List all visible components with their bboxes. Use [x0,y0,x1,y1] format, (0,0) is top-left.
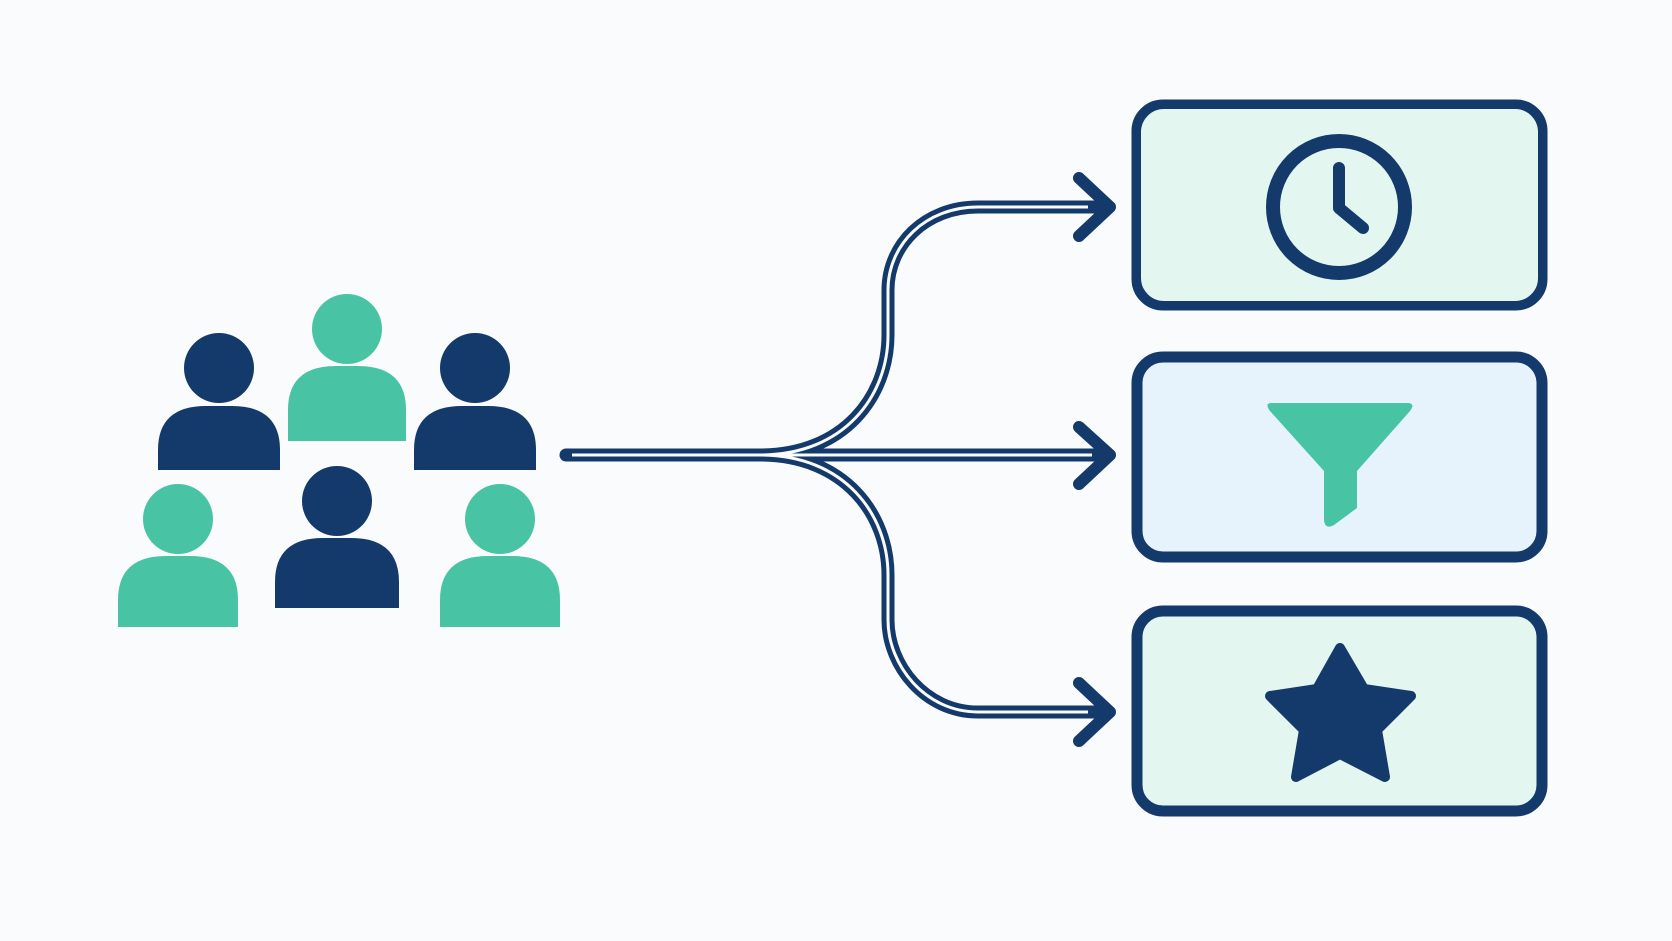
clock-icon [1266,134,1412,280]
person-icon [288,294,406,441]
funnel-icon [1267,403,1413,527]
person-icon [158,333,280,470]
destination-box-2 [1131,351,1548,563]
upper-branch-line [753,200,1102,462]
person-icon [440,484,560,627]
person-icon [414,333,536,470]
destination-box-1 [1131,99,1548,311]
branch-connectors-inner [572,205,1092,714]
lower-branch-line [753,448,1102,719]
arrowhead-icon [1073,172,1116,242]
person-icon [118,484,238,627]
person-icon [275,466,399,608]
star-icon [1265,643,1416,782]
branch-connectors [559,200,1107,719]
people-group [118,294,560,627]
destination-box-3 [1131,605,1548,817]
arrowheads [1073,172,1116,747]
arrowhead-icon [1073,421,1116,490]
arrowhead-icon [1073,677,1116,747]
